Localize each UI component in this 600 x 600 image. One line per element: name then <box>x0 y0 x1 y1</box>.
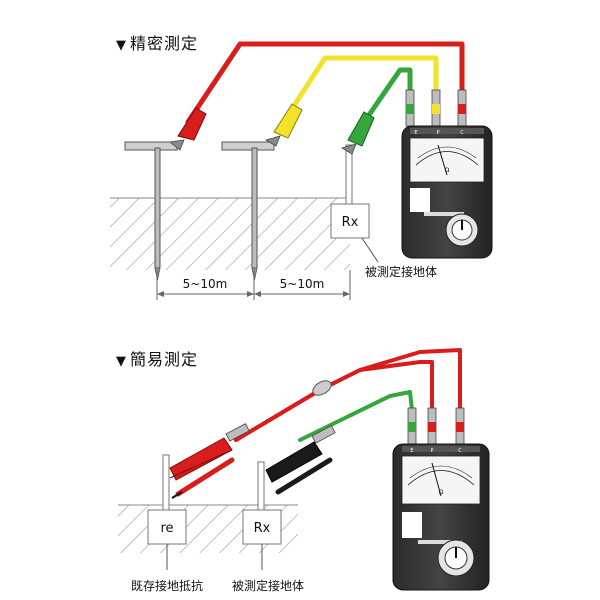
precise-measurement-title: 精密測定 <box>130 34 199 53</box>
terminal-label-c: C <box>460 130 464 136</box>
precise-cables <box>185 41 465 131</box>
simple-cables <box>234 348 462 442</box>
earth-tester-meter-simple: E P C Ω <box>392 443 490 591</box>
terminal-label-e: E <box>414 130 417 136</box>
simple-measurement-title: 簡易測定 <box>130 350 199 369</box>
terminal-label-p-simple: P <box>430 448 433 454</box>
distance-dimensions <box>156 270 351 300</box>
distance-label-2: 5~10m <box>280 277 325 291</box>
red-clip-simple <box>169 423 250 499</box>
terminal-label-e-simple: E <box>410 448 413 454</box>
target-label-simple: 被測定接地体 <box>232 578 304 593</box>
rx-label-simple: Rx <box>254 521 271 536</box>
black-clip-simple <box>265 425 336 495</box>
triangle-marker-icon: ▼ <box>116 354 127 369</box>
scale-unit-simple: Ω <box>439 489 444 496</box>
earth-tester-meter-precise: E P C Ω <box>401 125 493 259</box>
existing-ground-label: 既存接地抵抗 <box>131 578 203 593</box>
green-alligator-clip <box>341 111 375 155</box>
rx-label: Rx <box>342 215 359 230</box>
precise-meter-plugs <box>405 89 467 127</box>
scale-unit: Ω <box>445 167 450 174</box>
simple-measurement-heading: ▼簡易測定 <box>116 346 198 370</box>
re-ground-object <box>147 454 187 545</box>
precise-measurement-heading: ▼精密測定 <box>116 30 198 54</box>
triangle-marker-icon: ▼ <box>116 38 127 53</box>
rx-ground-object-simple <box>242 461 282 545</box>
target-label-precise: 被測定接地体 <box>365 264 437 279</box>
precise-ground <box>110 197 350 270</box>
distance-label-1: 5~10m <box>183 277 228 291</box>
terminal-label-p: P <box>436 130 439 136</box>
yellow-alligator-clip <box>265 103 303 147</box>
re-label: re <box>160 521 173 536</box>
terminal-label-c-simple: C <box>458 448 462 454</box>
simple-meter-plugs <box>407 407 465 445</box>
rx-ground-object <box>330 144 370 239</box>
red-alligator-clip <box>169 107 207 151</box>
